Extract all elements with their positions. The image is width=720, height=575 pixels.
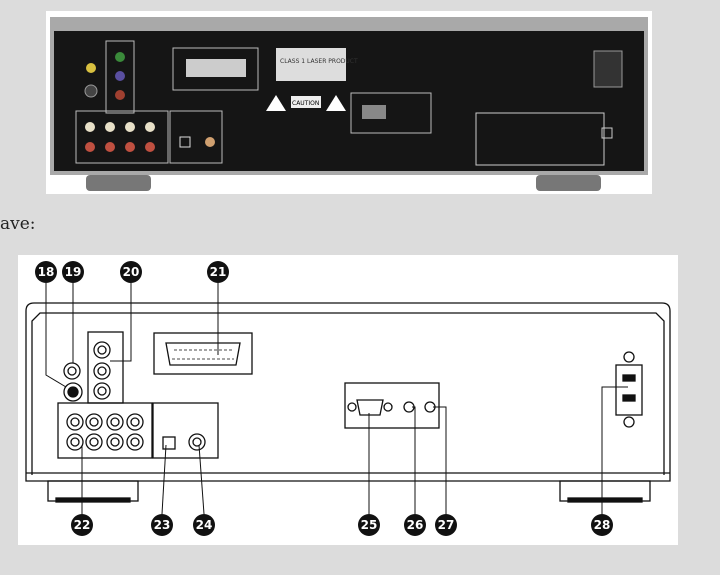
callout-22: 22 xyxy=(74,518,91,532)
digital-out-box xyxy=(152,402,219,459)
rear-panel-photo: CLASS 1 LASER PRODUCT CAUTION xyxy=(46,11,652,194)
digital-out-box xyxy=(169,110,223,164)
foot-right xyxy=(536,175,601,191)
callout-23: 23 xyxy=(154,518,171,532)
rs232-box xyxy=(350,92,432,134)
s-video-jack xyxy=(63,382,83,402)
component-video-box xyxy=(105,40,135,114)
laser-label-text: CLASS 1 LASER PRODUCT xyxy=(280,58,358,65)
optical-out xyxy=(162,436,176,450)
jack-y xyxy=(115,52,125,62)
video-out-jack xyxy=(63,362,81,380)
callout-27: 27 xyxy=(438,518,455,532)
audio-out-box xyxy=(75,110,169,164)
callout-28: 28 xyxy=(594,518,611,532)
rs232-connector xyxy=(356,399,384,416)
foot-left xyxy=(86,175,151,191)
ac-inlet xyxy=(615,364,643,416)
callout-19: 19 xyxy=(65,265,82,279)
jack-pb xyxy=(115,71,125,81)
coaxial-out xyxy=(188,433,206,451)
audio-out-box xyxy=(57,402,153,459)
chassis-panel xyxy=(54,31,644,171)
caption-text: ave: xyxy=(0,214,36,234)
spec-label xyxy=(475,112,605,166)
callout-18: 18 xyxy=(38,265,55,279)
scart-box xyxy=(172,47,259,91)
callout-26: 26 xyxy=(407,518,424,532)
scart-box xyxy=(153,332,253,375)
ac-inlet xyxy=(593,50,623,88)
chassis-outline xyxy=(25,302,671,482)
rear-panel-diagram: 18 19 20 21 22 23 24 25 26 27 28 xyxy=(18,255,678,545)
laser-label xyxy=(276,48,346,81)
scart-connector xyxy=(165,342,241,366)
callout-24: 24 xyxy=(196,518,213,532)
caution-text: CAUTION xyxy=(292,100,319,107)
jack-video xyxy=(86,63,96,73)
jack-svideo xyxy=(84,84,98,98)
jack-pr xyxy=(115,90,125,100)
callout-21: 21 xyxy=(210,265,227,279)
callout-25: 25 xyxy=(361,518,378,532)
caution-label xyxy=(291,96,321,108)
rs232-box xyxy=(344,382,440,429)
callout-20: 20 xyxy=(123,265,140,279)
